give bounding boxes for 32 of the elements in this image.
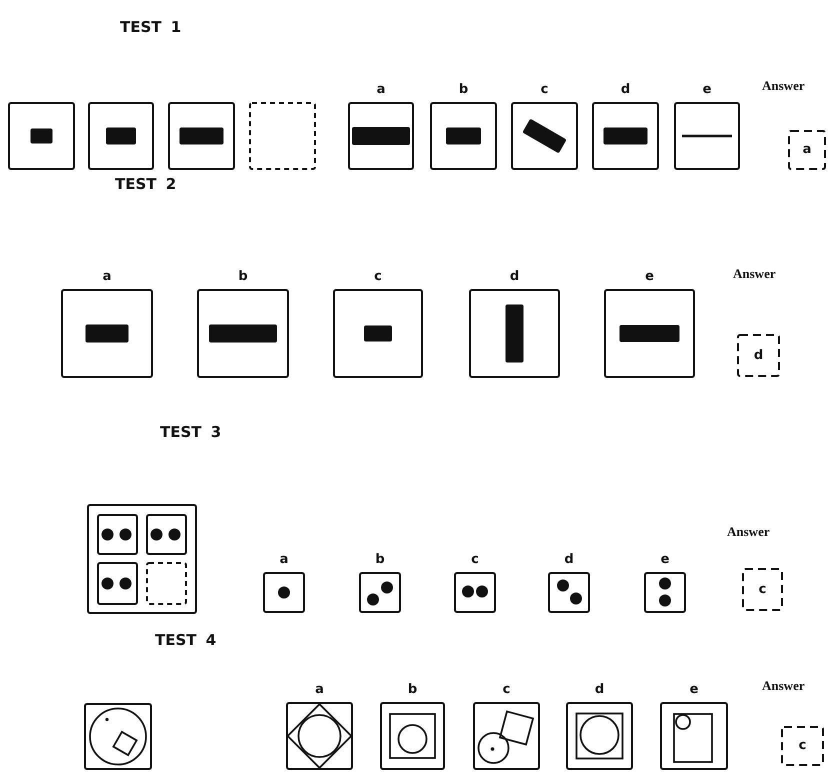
answer-letter: a [802,142,812,158]
option-letter: d [620,82,632,98]
option-letter: d [508,269,520,285]
option-letter: a [376,82,386,98]
option-letter: a [102,269,112,285]
option-letter: b [458,82,470,98]
option-letter: b [237,269,249,285]
option-letter: c [373,269,383,285]
test-heading: TEST 3 [160,423,222,441]
answer-heading: Answer [762,678,805,694]
option-letter: a [314,682,325,698]
answer-heading: Answer [727,524,770,540]
test-heading: TEST 4 [155,631,216,649]
option-letter: a [278,552,290,568]
option-letter: e [644,269,655,285]
answer-heading: Answer [762,78,805,94]
answer-heading: Answer [733,266,776,282]
option-letter: e [688,682,700,698]
option-letter: d [563,552,575,568]
option-letter: e [702,82,712,98]
option-letter: c [540,82,550,98]
option-letter: e [660,552,670,568]
test-heading: TEST 1 [120,18,182,36]
answer-letter: c [758,582,768,598]
option-letter: c [470,552,480,568]
test-heading: TEST 2 [115,175,176,193]
option-letter: c [502,682,512,698]
option-letter: d [594,682,606,698]
answer-letter: d [752,348,764,364]
answer-letter: c [798,738,808,754]
option-letter: b [406,682,418,698]
option-letter: b [374,552,386,568]
